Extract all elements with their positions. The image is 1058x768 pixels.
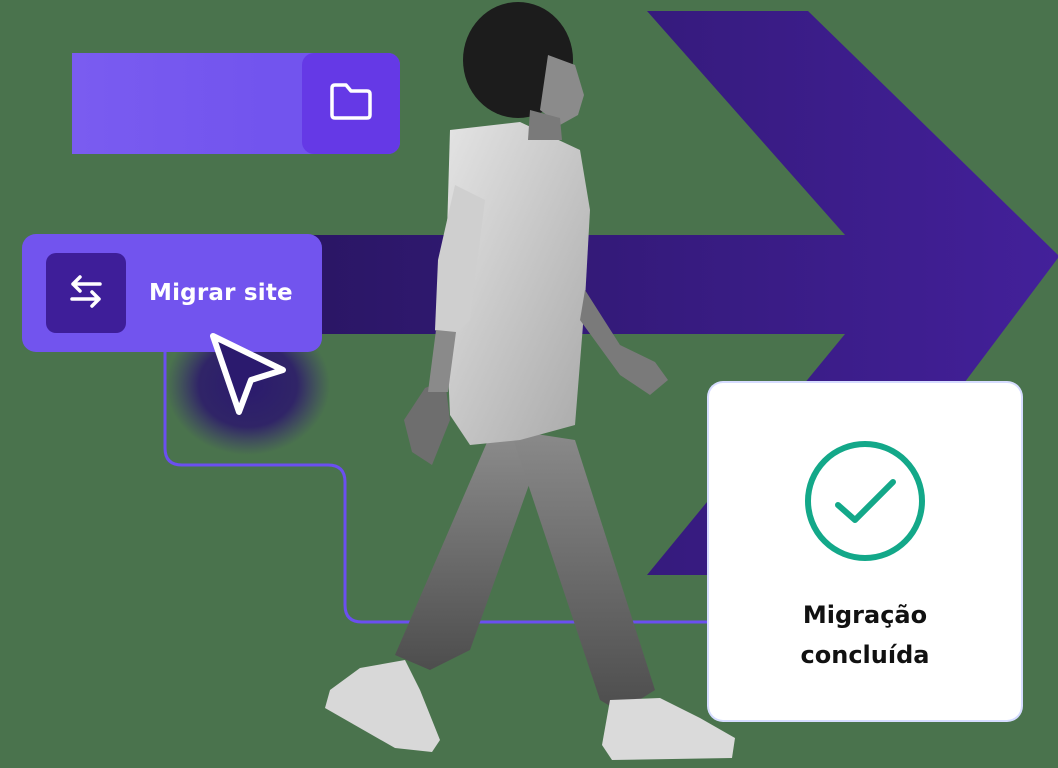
- migrate-icon-box: [46, 253, 126, 333]
- person-walking: [325, 2, 735, 760]
- success-line-1: Migração: [802, 601, 928, 629]
- migration-complete-card: Migração concluída: [709, 383, 1021, 720]
- migrate-site-button[interactable]: Migrar site: [22, 234, 322, 352]
- folder-icon: [327, 82, 375, 126]
- migration-complete-text: Migração concluída: [801, 595, 930, 675]
- connector-line: [163, 352, 712, 624]
- pointer-cursor-icon: [205, 330, 295, 424]
- success-line-2: concluída: [800, 641, 930, 669]
- swap-arrows-icon: [67, 272, 105, 314]
- folder-button[interactable]: [302, 53, 400, 154]
- check-circle-icon: [803, 439, 927, 563]
- migrate-site-label: Migrar site: [149, 280, 293, 306]
